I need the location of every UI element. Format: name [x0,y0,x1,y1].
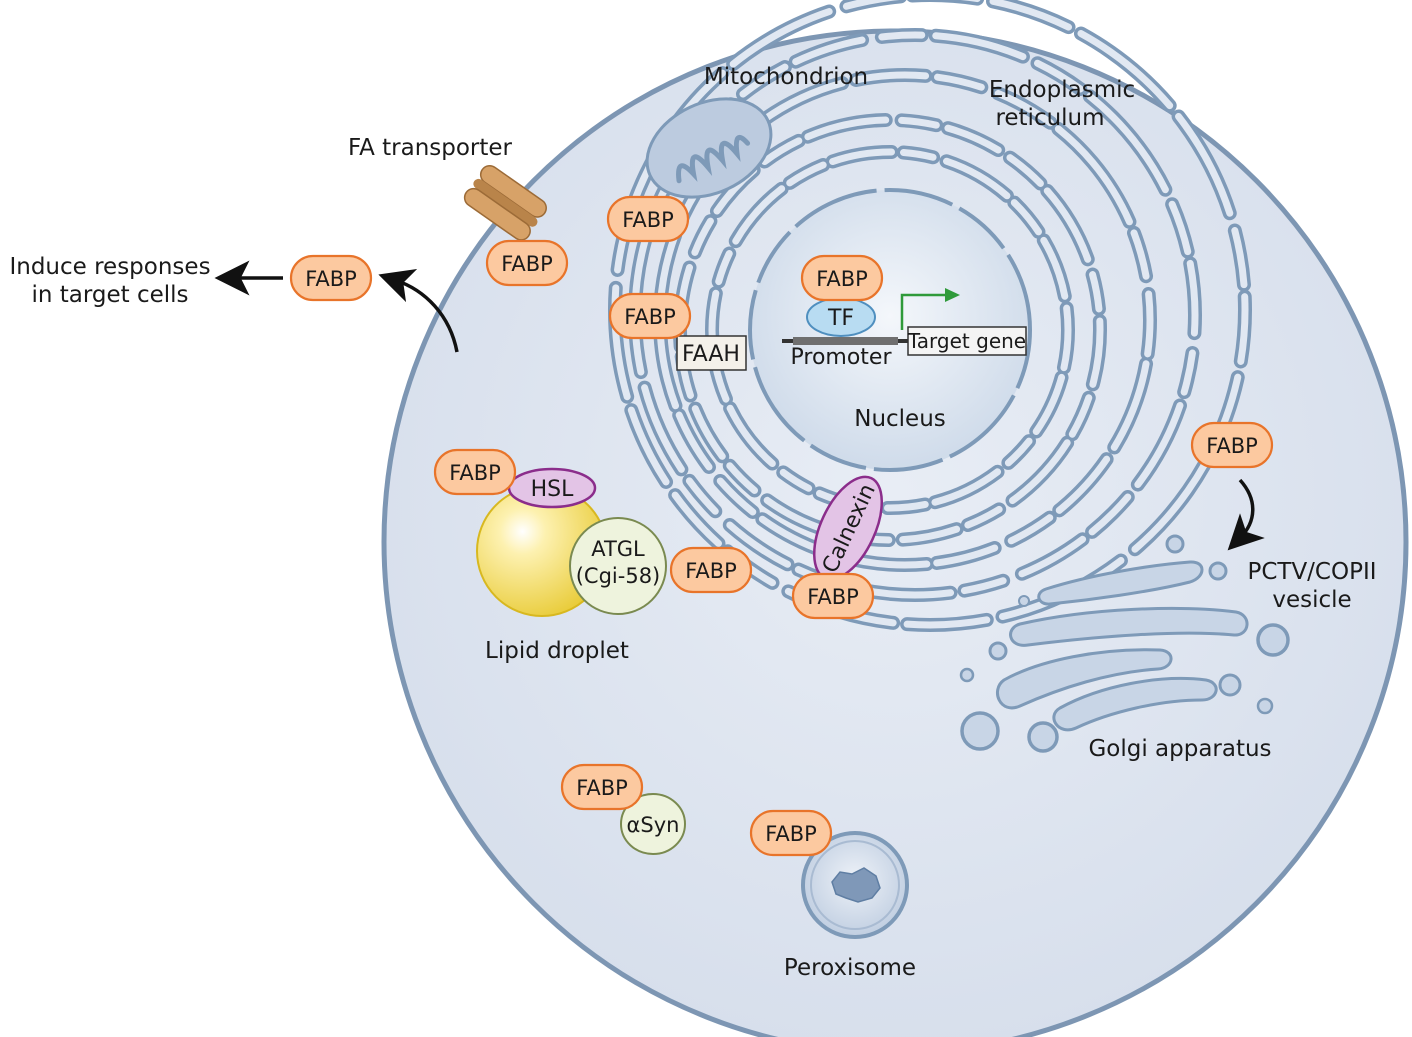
tf-label: TF [827,306,854,331]
atgl-protein [569,517,667,615]
fa-transporter-label: FA transporter [348,135,513,161]
lipid-droplet-label: Lipid droplet [485,638,629,664]
svg-text:FABP: FABP [576,776,628,800]
er-label-line2: reticulum [995,105,1104,131]
faah-box [676,335,747,371]
fa-transporter [463,164,547,241]
export-arrow [378,268,459,353]
svg-text:FABP: FABP [449,461,501,485]
target-gene-label: Target gene [907,329,1026,353]
svg-text:FABP: FABP [807,585,859,609]
fabp-calnexin: FABP [791,572,875,620]
er-label-line1: Endoplasmic [989,77,1135,103]
svg-text:FABP: FABP [501,252,553,276]
hsl-label: HSL [531,477,575,502]
induce-label-line1: Induce responses [9,254,210,280]
fabp-transporter: FABP [485,239,569,287]
atgl-label-line1: ATGL [591,537,645,561]
svg-text:FABP: FABP [1206,434,1258,458]
svg-text:FABP: FABP [624,305,676,329]
vesicle-transport-arrow [1227,478,1265,551]
fabp-mitochondrion: FABP [606,195,690,243]
svg-text:FABP: FABP [765,822,817,846]
fabp-hsl: FABP [433,448,517,496]
pctv-label-line2: vesicle [1272,587,1351,613]
golgi-label: Golgi apparatus [1088,736,1271,762]
peroxisome-label: Peroxisome [784,955,916,981]
promoter-region [793,337,898,345]
asyn-protein [620,793,686,855]
transcription-arrow [900,293,945,330]
mitochondrion [645,97,773,199]
pctv-label-line1: PCTV/COPII [1247,559,1376,585]
fabp-faah: FABP [608,292,692,340]
svg-text:FABP: FABP [305,267,357,291]
fabp-nucleus: FABP [800,254,884,302]
golgi-vesicles [959,534,1290,753]
peroxisome-inner-membrane [810,840,900,930]
target-gene-box [907,326,1027,356]
transcription-arrowhead [945,288,960,302]
fabp-asyn: FABP [560,763,644,811]
nucleus-label: Nucleus [854,406,946,432]
fabp-atgl: FABP [669,546,753,594]
mitochondrion-label: Mitochondrion [704,64,868,90]
golgi-apparatus [995,560,1249,732]
svg-text:FABP: FABP [685,559,737,583]
svg-text:FABP: FABP [816,267,868,291]
peroxisome-core [831,867,881,903]
faah-label: FAAH [682,342,740,367]
fabp-er: FABP [1190,421,1274,469]
induce-label-line2: in target cells [31,282,188,308]
fabp-extracellular: FABP [289,254,373,302]
svg-text:FABP: FABP [622,208,674,232]
fabp-peroxisome: FABP [749,809,833,857]
promoter-label: Promoter [791,345,893,370]
asyn-label: αSyn [627,813,680,837]
atgl-label-line2: (Cgi-58) [576,564,661,588]
